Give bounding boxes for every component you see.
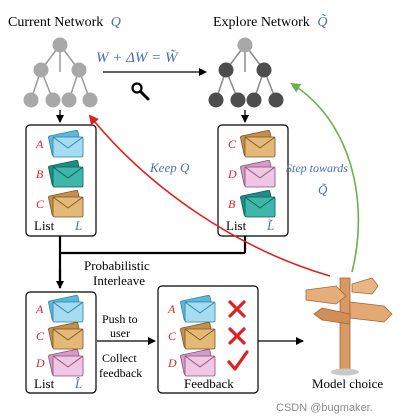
step-label-line1: Step towards — [286, 161, 348, 175]
push-label-line2: user — [110, 326, 130, 340]
list-item-letter: C — [228, 137, 237, 151]
list-label: List — [34, 218, 55, 233]
feedback-item-letter: C — [168, 329, 177, 343]
collect-label-line1: Collect — [102, 351, 137, 365]
list-right: C D B List L̃ — [226, 129, 276, 233]
watermark: CSDN @bugmaker. — [276, 402, 373, 414]
interleave-line2: Interleave — [93, 273, 145, 288]
feedback-item-letter: A — [167, 302, 176, 316]
current-network-title: Current Network Q — [8, 15, 121, 30]
list-symbol: L̂ — [74, 376, 82, 391]
magnifier-icon — [131, 82, 150, 101]
list-item-letter: B — [36, 167, 44, 181]
cross-icon — [228, 327, 246, 345]
keep-label: Keep Q — [149, 160, 190, 175]
check-icon — [227, 350, 249, 371]
cross-icon — [228, 300, 246, 318]
collect-label-line2: feedback — [99, 366, 142, 380]
list-item-letter: C — [36, 329, 45, 343]
explore-network-title: Explore Network Q̃ — [213, 14, 327, 30]
list-label: List — [34, 376, 55, 391]
list-item-letter: A — [35, 137, 44, 151]
model-choice-label: Model choice — [312, 376, 383, 391]
signpost-icon — [305, 277, 393, 376]
update-equation: W + ΔW = W̃ — [96, 50, 179, 66]
step-label-line2: Q̃ — [318, 182, 328, 197]
push-label-line1: Push to — [102, 312, 138, 326]
list-item-letter: D — [227, 167, 237, 181]
list-symbol: L — [74, 218, 82, 233]
list-label: List — [226, 218, 247, 233]
list-left: A B C List L — [34, 129, 84, 233]
feedback-item-letter: D — [167, 356, 177, 370]
explore-network-tree — [208, 37, 284, 108]
current-network-tree — [23, 37, 98, 108]
list-item-letter: D — [35, 356, 45, 370]
list-symbol: L̃ — [266, 218, 274, 233]
feedback-list: A C D Feedback — [167, 294, 249, 391]
list-item-letter: C — [36, 197, 45, 211]
keep-arrow — [88, 114, 331, 277]
list-item-letter: B — [228, 197, 236, 211]
feedback-label: Feedback — [184, 376, 234, 391]
interleave-line1: Probabilistic — [84, 258, 150, 273]
list-item-letter: A — [35, 302, 44, 316]
step-arrow — [290, 82, 360, 273]
list-bottom: A C D List L̂ — [34, 294, 84, 391]
